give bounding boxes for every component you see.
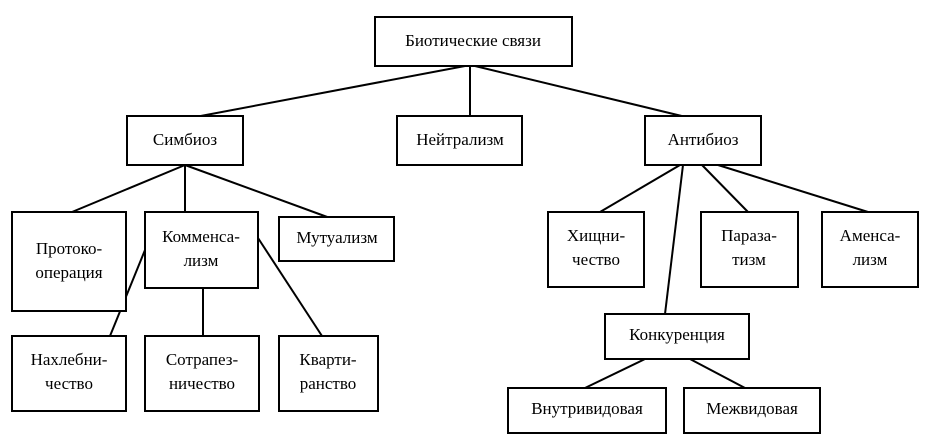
- connectors: [71, 65, 869, 389]
- node-interspecific: Межвидовая: [683, 387, 821, 434]
- node-root: Биотические связи: [374, 16, 573, 67]
- node-commensalism: Комменса-лизм: [144, 211, 259, 289]
- edge-symbiosis-protocooperation: [71, 164, 186, 213]
- node-predation: Хищни-чество: [547, 211, 645, 288]
- edge-root-symbiosis: [189, 65, 466, 119]
- svg-text:Антибиоз: Антибиоз: [668, 130, 739, 149]
- node-competition: Конкуренция: [604, 313, 750, 360]
- node-protocooperation: Протоко-операция: [11, 211, 127, 312]
- svg-text:Мутуализм: Мутуализм: [296, 228, 377, 247]
- node-label-line: Мутуализм: [296, 228, 377, 247]
- svg-text:Биотические связи: Биотические связи: [405, 31, 541, 50]
- edge-commensalism-lodging: [257, 237, 323, 337]
- node-amensalism: Аменса-лизм: [821, 211, 919, 288]
- node-label-line: Комменса-: [162, 227, 240, 246]
- node-mutualism: Мутуализм: [278, 216, 395, 262]
- node-label-line: Конкуренция: [629, 325, 725, 344]
- node-label-line: Нейтрализм: [416, 130, 504, 149]
- node-label-line: Протоко-: [36, 239, 103, 258]
- node-label-line: Сотрапез-: [166, 350, 239, 369]
- svg-text:Хищни-чество: Хищни-чество: [567, 226, 626, 269]
- svg-text:Сотрапез-ничество: Сотрапез-ничество: [166, 350, 239, 393]
- node-label-line: Межвидовая: [706, 399, 798, 418]
- svg-text:Комменса-лизм: Комменса-лизм: [162, 227, 240, 270]
- node-label-line: лизм: [184, 251, 219, 270]
- node-label-line: ранство: [300, 374, 357, 393]
- node-label-line: операция: [35, 263, 102, 282]
- svg-text:Конкуренция: Конкуренция: [629, 325, 725, 344]
- svg-text:Внутривидовая: Внутривидовая: [531, 399, 643, 418]
- svg-text:Кварти-ранство: Кварти-ранство: [299, 350, 356, 393]
- node-label-line: Внутривидовая: [531, 399, 643, 418]
- node-label-line: Симбиоз: [153, 130, 217, 149]
- edge-root-antibiosis: [474, 65, 691, 119]
- node-label-line: Параза-: [721, 226, 777, 245]
- node-label-line: чество: [45, 374, 93, 393]
- node-symbiosis: Симбиоз: [126, 115, 244, 166]
- node-intraspecific: Внутривидовая: [507, 387, 667, 434]
- node-label-line: чество: [572, 250, 620, 269]
- node-commensalism-table: Сотрапез-ничество: [144, 335, 260, 412]
- node-label-line: Хищни-: [567, 226, 626, 245]
- node-lodging: Кварти-ранство: [278, 335, 379, 412]
- node-freeloading: Нахлебни-чество: [11, 335, 127, 412]
- node-label-line: Кварти-: [299, 350, 356, 369]
- svg-text:Аменса-лизм: Аменса-лизм: [840, 226, 901, 269]
- edge-symbiosis-mutualism: [184, 164, 331, 219]
- edge-antibiosis-competition: [664, 164, 684, 315]
- edge-antibiosis-predation: [599, 164, 681, 213]
- edge-antibiosis-amensalism: [717, 164, 869, 213]
- edge-competition-interspecific: [689, 358, 746, 389]
- node-label-line: тизм: [732, 250, 766, 269]
- node-label-line: ничество: [169, 374, 235, 393]
- node-label-line: лизм: [853, 250, 888, 269]
- svg-text:Межвидовая: Межвидовая: [706, 399, 798, 418]
- edge-competition-intraspecific: [584, 358, 646, 389]
- edge-commensalism-freeloading: [109, 249, 146, 337]
- node-label-line: Антибиоз: [668, 130, 739, 149]
- svg-text:Протоко-операция: Протоко-операция: [35, 239, 102, 282]
- svg-text:Нахлебни-чество: Нахлебни-чество: [31, 350, 108, 393]
- svg-text:Нейтрализм: Нейтрализм: [416, 130, 504, 149]
- edge-antibiosis-parasitism: [701, 164, 749, 213]
- node-label-line: Аменса-: [840, 226, 901, 245]
- node-antibiosis: Антибиоз: [644, 115, 762, 166]
- svg-text:Параза-тизм: Параза-тизм: [721, 226, 777, 269]
- svg-text:Симбиоз: Симбиоз: [153, 130, 217, 149]
- node-neutralism: Нейтрализм: [396, 115, 523, 166]
- node-label-line: Биотические связи: [405, 31, 541, 50]
- node-label-line: Нахлебни-: [31, 350, 108, 369]
- node-parasitism: Параза-тизм: [700, 211, 799, 288]
